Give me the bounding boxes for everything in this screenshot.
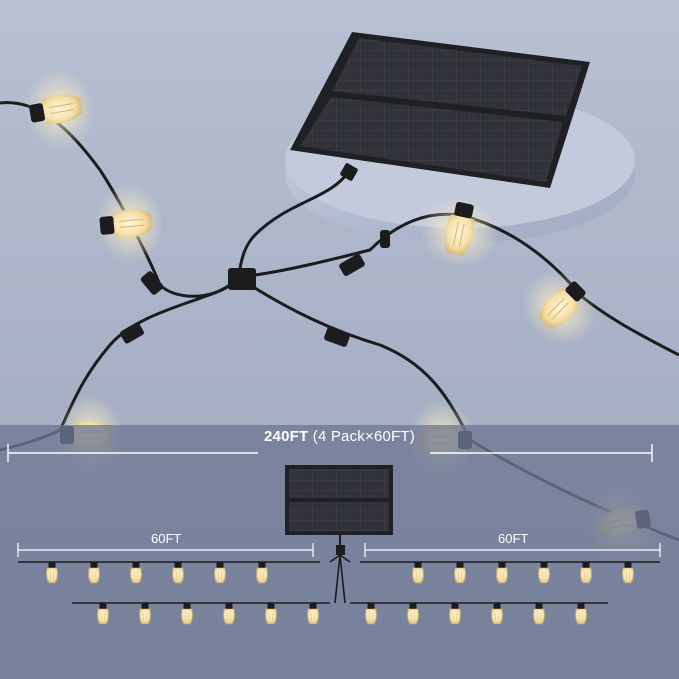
segment-length-right: 60FT <box>498 531 529 546</box>
total-length-label: 240FT (4 Pack×60FT) <box>0 428 679 445</box>
solar-panel-small <box>285 465 393 535</box>
total-length-breakdown: (4 Pack×60FT) <box>312 428 415 445</box>
total-length-value: 240FT <box>264 428 309 445</box>
diagram-cables <box>18 554 660 604</box>
solar-panel-large <box>290 32 590 188</box>
splitter-box <box>228 268 256 290</box>
segment-length-left: 60FT <box>151 531 182 546</box>
splitter-small <box>336 545 345 555</box>
total-dimension-line <box>7 444 653 462</box>
segment-dimension-lines <box>17 543 661 557</box>
